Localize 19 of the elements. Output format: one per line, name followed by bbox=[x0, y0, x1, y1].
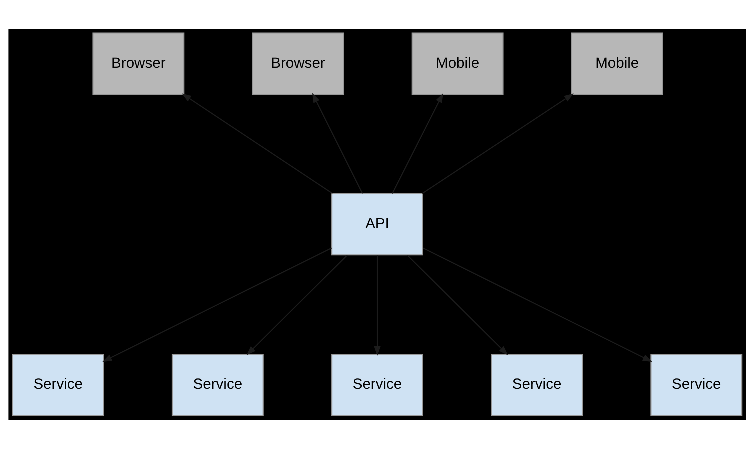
node-box: Mobile bbox=[412, 32, 504, 96]
arrow bbox=[422, 94, 574, 194]
arrow bbox=[102, 248, 332, 362]
node-box: Mobile bbox=[571, 32, 664, 96]
arrow bbox=[312, 93, 364, 194]
arrow bbox=[374, 255, 381, 356]
arrow bbox=[182, 94, 333, 194]
arrow bbox=[392, 93, 444, 194]
node-box: Service bbox=[172, 354, 264, 416]
node-box: Service bbox=[12, 354, 104, 416]
arrow bbox=[423, 248, 652, 362]
node-box: Service bbox=[650, 354, 743, 416]
node-box: Browser bbox=[92, 32, 185, 96]
node-box: Browser bbox=[252, 32, 344, 96]
node-box: Service bbox=[332, 354, 424, 416]
node-box: API bbox=[332, 193, 424, 256]
arrow bbox=[246, 255, 348, 356]
node-box: Service bbox=[491, 354, 584, 416]
arrow bbox=[407, 255, 508, 356]
